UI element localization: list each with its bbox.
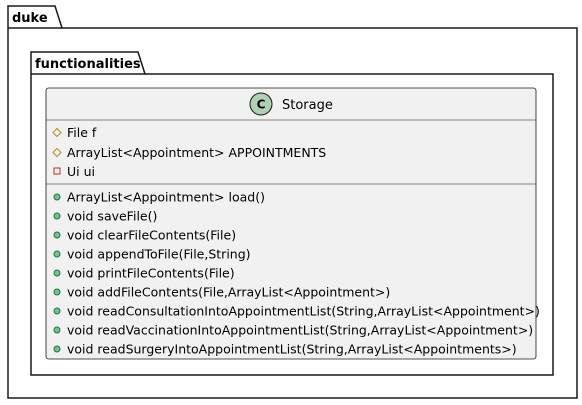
method-row: void readSurgeryIntoAppointmentList(Stri… — [53, 342, 517, 357]
private-square-icon — [53, 167, 61, 175]
field-row: ArrayList<Appointment> APPOINTMENTS — [52, 145, 326, 160]
public-circle-icon — [53, 250, 61, 258]
method-row: void appendToFile(File,String) — [53, 247, 251, 262]
method-text: ArrayList<Appointment> load() — [67, 190, 265, 205]
method-text: void printFileContents(File) — [67, 266, 235, 281]
package-duke-label: duke — [12, 11, 48, 26]
method-row: ArrayList<Appointment> load() — [53, 190, 265, 205]
class-stereotype-letter: C — [257, 98, 266, 112]
protected-diamond-icon — [52, 147, 62, 158]
method-row: void clearFileContents(File) — [53, 228, 236, 243]
field-text: File f — [67, 125, 97, 140]
field-row: Ui ui — [53, 164, 95, 179]
method-row: void saveFile() — [53, 209, 157, 224]
method-row: void readVaccinationIntoAppointmentList(… — [53, 323, 533, 338]
class-box — [45, 87, 537, 360]
class-header: C Storage — [249, 92, 333, 116]
public-circle-icon — [53, 212, 61, 220]
public-circle-icon — [53, 193, 61, 201]
class-methods: ArrayList<Appointment> load() void saveF… — [53, 190, 540, 357]
method-text: void clearFileContents(File) — [67, 228, 236, 243]
class-fields: File f ArrayList<Appointment> APPOINTMEN… — [52, 125, 326, 179]
field-text: ArrayList<Appointment> APPOINTMENTS — [67, 145, 326, 160]
public-circle-icon — [53, 288, 61, 296]
method-text: void appendToFile(File,String) — [67, 247, 251, 262]
field-text: Ui ui — [67, 164, 95, 179]
method-text: void saveFile() — [67, 209, 157, 224]
method-row: void addFileContents(File,ArrayList<Appo… — [53, 285, 390, 300]
class-storage: C Storage File f ArrayList<Appointment> … — [45, 87, 540, 360]
protected-diamond-icon — [52, 127, 62, 138]
public-circle-icon — [53, 269, 61, 277]
class-name: Storage — [282, 98, 333, 113]
public-circle-icon — [53, 326, 61, 334]
method-row: void printFileContents(File) — [53, 266, 235, 281]
public-circle-icon — [53, 231, 61, 239]
public-circle-icon — [53, 307, 61, 315]
class-stereotype-icon — [249, 92, 273, 116]
method-text: void readConsultationIntoAppointmentList… — [67, 304, 540, 319]
public-circle-icon — [53, 345, 61, 353]
method-text: void readVaccinationIntoAppointmentList(… — [67, 323, 533, 338]
field-row: File f — [52, 125, 97, 140]
package-functionalities-label: functionalities — [35, 57, 141, 72]
method-text: void addFileContents(File,ArrayList<Appo… — [67, 285, 390, 300]
method-text: void readSurgeryIntoAppointmentList(Stri… — [67, 342, 517, 357]
method-row: void readConsultationIntoAppointmentList… — [53, 304, 540, 319]
